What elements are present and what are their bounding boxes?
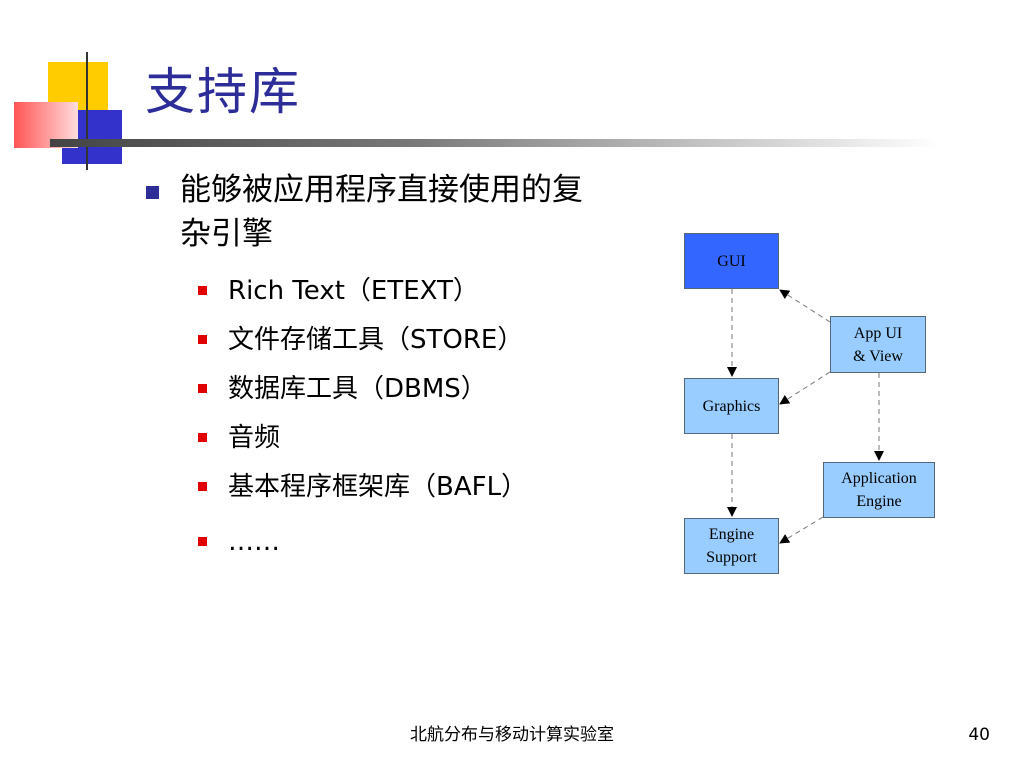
diagram-box-label: Application Engine	[841, 470, 917, 510]
diagram-box-engine-support: Engine Support	[684, 518, 779, 574]
page-number: 40	[968, 725, 990, 745]
diagram-box-application-engine: Application Engine	[823, 462, 935, 518]
diagram-box-label: Graphics	[702, 397, 761, 415]
sub-bullet-marker	[198, 384, 207, 393]
slide-logo-decoration	[0, 0, 150, 175]
sub-bullet-text: 数据库工具（DBMS）	[228, 374, 487, 404]
diagram-box-graphics: Graphics	[684, 378, 779, 434]
sub-bullet-text: 文件存储工具（STORE）	[228, 325, 524, 355]
diagram-box-label: Engine Support	[706, 526, 757, 566]
sub-bullet-marker	[198, 537, 207, 546]
sub-bullet-marker	[198, 335, 207, 344]
main-bullet-marker	[146, 186, 159, 199]
diagram-box-label: GUI	[717, 252, 746, 270]
main-bullet-text: 能够被应用程序直接使用的复杂引擎	[180, 172, 583, 252]
arrow-appui-to-gui	[779, 289, 831, 323]
sub-bullet-text: ……	[228, 527, 280, 557]
sub-bullet-marker	[198, 286, 207, 295]
logo-vertical-line	[86, 52, 88, 170]
sub-bullet-text: 基本程序框架库（BAFL）	[228, 472, 528, 502]
title-divider	[50, 139, 940, 147]
sub-bullet-marker	[198, 482, 207, 491]
sub-bullet-text: 音频	[228, 423, 281, 453]
sub-bullet-text: Rich Text（ETEXT）	[228, 276, 479, 306]
arrow-application-engine-to-engine-support	[779, 516, 824, 544]
diagram-box-label: App UI & View	[853, 324, 903, 365]
arrow-appui-to-graphics	[779, 371, 831, 405]
diagram-box-app-ui: App UI & View	[830, 316, 926, 373]
slide-title: 支持库	[145, 63, 301, 121]
sub-bullet-marker	[198, 433, 207, 442]
diagram-box-gui: GUI	[684, 233, 779, 289]
slide-footer: 北航分布与移动计算实验室	[410, 725, 614, 745]
